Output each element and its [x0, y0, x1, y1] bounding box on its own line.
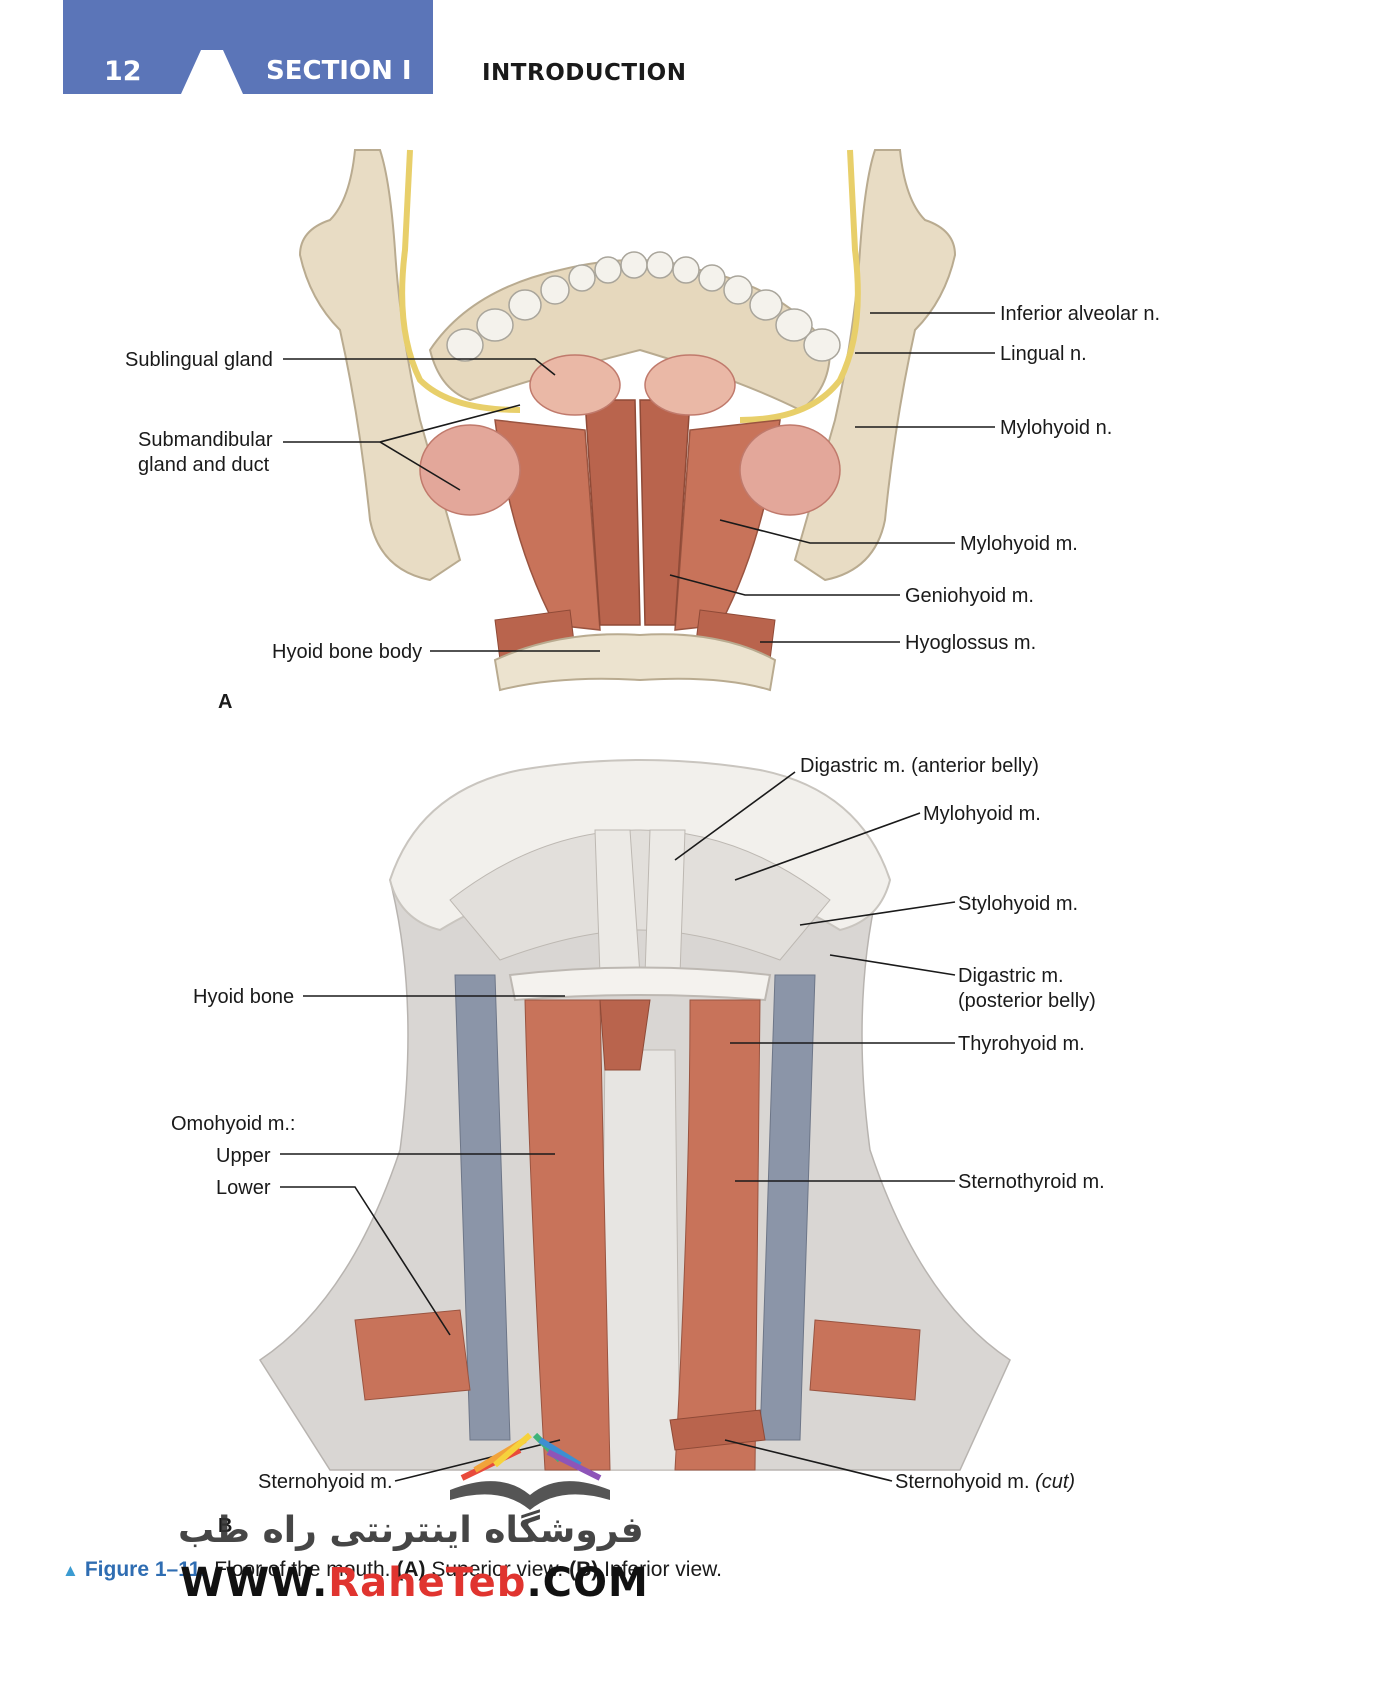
- chapter-title: INTRODUCTION: [482, 60, 687, 86]
- caption-text-2: Superior view.: [431, 1558, 564, 1581]
- figure-caption: ▲ Figure 1–11. Floor of the mouth. (A) Sup…: [62, 1558, 722, 1582]
- sternohyoid-cut-band: [669, 1409, 766, 1451]
- label-mylohyoid-m: Mylohyoid m.: [960, 533, 1078, 555]
- panel-b-leaders: [280, 771, 956, 1482]
- label-omohyoid-lower: Lower: [216, 1177, 271, 1199]
- figure-number: Figure 1–11.: [84, 1558, 207, 1581]
- label-digastric-anterior: Digastric m. (anterior belly): [800, 755, 1039, 777]
- label-thyrohyoid: Thyrohyoid m.: [958, 1033, 1085, 1055]
- sternohyoid-left: [524, 999, 611, 1471]
- label-sternohyoid-cut: Sternohyoid m. (cut): [895, 1471, 1075, 1493]
- watermark-url: WWW.RaheTeb.COM: [180, 1560, 649, 1606]
- label-stylohyoid: Stylohyoid m.: [958, 893, 1078, 915]
- omohyoid-cut-right: [809, 1319, 921, 1401]
- panel-b-illustration: [258, 759, 1011, 1471]
- label-digastric-posterior-2: (posterior belly): [958, 990, 1096, 1012]
- label-omohyoid: Omohyoid m.:: [171, 1113, 295, 1135]
- label-omohyoid-upper: Upper: [216, 1145, 271, 1167]
- section-label: SECTION I: [266, 56, 412, 86]
- label-submandibular-2: gland and duct: [138, 454, 270, 476]
- panel-b-letter: B: [218, 1515, 232, 1537]
- label-digastric-posterior-1: Digastric m.: [958, 965, 1064, 987]
- sublingual-gland-left: [529, 354, 621, 416]
- hyoid-bone: [508, 966, 772, 1002]
- left-nerve: [399, 149, 521, 413]
- teeth-row: [446, 251, 841, 362]
- label-hyoglossus: Hyoglossus m.: [905, 632, 1036, 654]
- label-geniohyoid: Geniohyoid m.: [905, 585, 1034, 607]
- label-hyoid-bone: Hyoid bone: [193, 986, 294, 1008]
- watermark-persian: فروشگاه اینترنتی راه طب: [178, 1510, 644, 1551]
- panel-a-letter: A: [218, 691, 232, 713]
- header-notch: [181, 50, 243, 94]
- sublingual-gland-right: [644, 354, 736, 416]
- submandibular-gland-right: [739, 424, 841, 516]
- left-jugular: [454, 974, 511, 1441]
- panel-a-leaders: [283, 312, 995, 652]
- caption-triangle-icon: ▲: [62, 1561, 79, 1580]
- caption-text-1: Floor of the mouth.: [214, 1558, 391, 1581]
- label-sternohyoid: Sternohyoid m.: [258, 1471, 393, 1493]
- trachea: [599, 1049, 681, 1471]
- label-sternothyroid: Sternothyroid m.: [958, 1171, 1105, 1193]
- header-band: [63, 0, 433, 94]
- label-mylohyoid-b: Mylohyoid m.: [923, 803, 1041, 825]
- label-mylohyoid-n: Mylohyoid n.: [1000, 417, 1112, 439]
- page-number: 12: [104, 56, 142, 87]
- label-submandibular-1: Submandibular: [138, 429, 273, 451]
- right-nerve: [739, 149, 861, 423]
- omohyoid-lower-left: [354, 1309, 471, 1401]
- label-sublingual-gland: Sublingual gland: [125, 349, 273, 371]
- label-hyoid-body: Hyoid bone body: [272, 641, 422, 663]
- hyoid-bone-body: [493, 633, 777, 692]
- submandibular-gland-left: [419, 424, 521, 516]
- caption-text-3: Inferior view.: [604, 1558, 722, 1581]
- thyrohyoid-strip: [599, 999, 651, 1071]
- right-jugular: [759, 974, 816, 1441]
- geniohyoid: [584, 399, 641, 626]
- caption-a-marker: (A): [396, 1558, 426, 1581]
- label-inferior-alveolar: Inferior alveolar n.: [1000, 303, 1160, 325]
- sternothyroid-right: [674, 999, 761, 1471]
- caption-b-marker: (B): [569, 1558, 599, 1581]
- watermark-logo: [450, 1432, 610, 1510]
- panel-a-illustration: [298, 149, 957, 692]
- label-lingual: Lingual n.: [1000, 343, 1087, 365]
